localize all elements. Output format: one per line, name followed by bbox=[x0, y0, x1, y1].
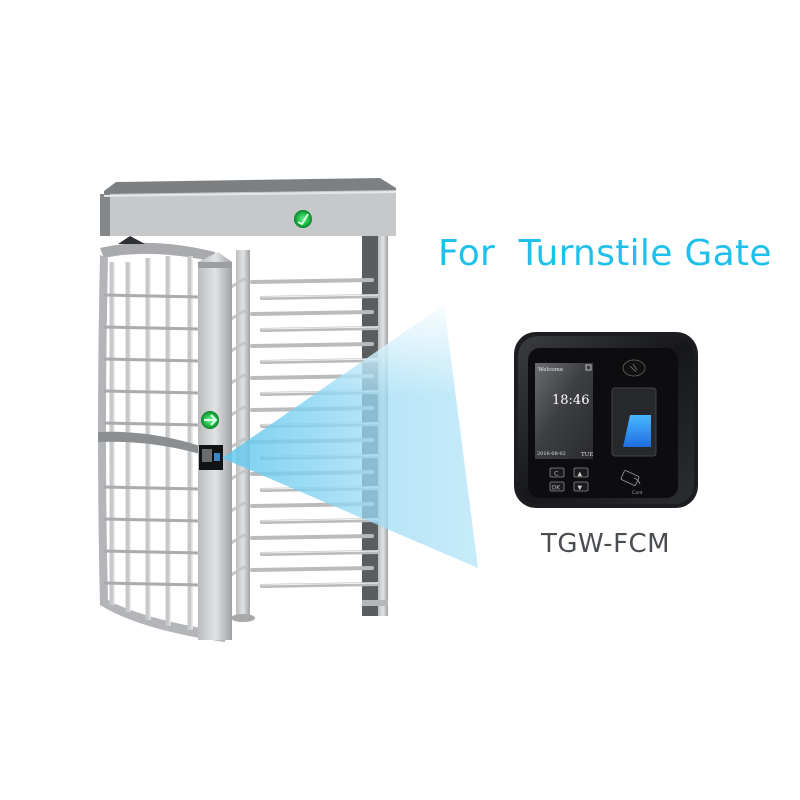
turnstile-top-header bbox=[100, 178, 397, 236]
key-c[interactable] bbox=[549, 467, 565, 478]
top-green-check-indicator bbox=[294, 210, 312, 228]
rfid-card-icon: Card bbox=[620, 470, 643, 496]
product-model-label: TGW-FCM bbox=[541, 529, 671, 559]
key-up[interactable] bbox=[573, 467, 589, 478]
scan-light-beam bbox=[222, 305, 478, 568]
curved-cage bbox=[98, 236, 225, 642]
key-ok[interactable] bbox=[549, 481, 565, 492]
key-down[interactable] bbox=[573, 481, 589, 492]
mini-reader-on-pillar bbox=[199, 445, 223, 470]
screen-date: 2016-08-02 bbox=[537, 451, 566, 457]
side-green-arrow-indicator bbox=[201, 411, 219, 429]
keypad: C OK ▲ ▼ bbox=[549, 467, 589, 492]
svg-text:▼: ▼ bbox=[578, 485, 583, 492]
svg-text:OK: OK bbox=[552, 485, 562, 492]
svg-text:▲: ▲ bbox=[578, 471, 583, 478]
screen-time: 18:46 bbox=[552, 393, 589, 408]
svg-text:Card: Card bbox=[632, 490, 643, 496]
camera-lens-icon bbox=[622, 359, 646, 377]
headline-title: For Turnstile Gate bbox=[438, 233, 772, 274]
access-control-device: Welcome 18:46 2016-08-02 TUE C OK ▲ ▼ Ca… bbox=[514, 332, 698, 508]
svg-text:C: C bbox=[554, 470, 559, 478]
screen-status-icon bbox=[585, 364, 592, 371]
screen-weekday: TUE bbox=[581, 452, 593, 458]
screen-greeting: Welcome bbox=[538, 367, 563, 373]
